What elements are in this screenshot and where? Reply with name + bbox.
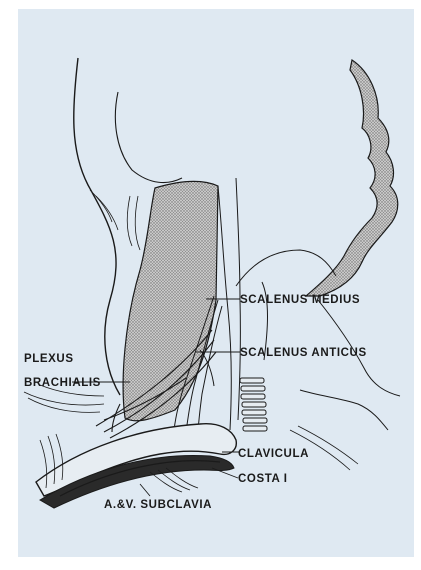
label-scalenus-anticus: SCALENUS ANTICUS	[240, 347, 367, 359]
label-subclavia: A.&V. SUBCLAVIA	[104, 499, 212, 511]
trachea-rings	[240, 378, 267, 431]
label-plexus-line1: PLEXUS	[24, 353, 74, 365]
label-plexus-line2: BRACHIALIS	[24, 377, 101, 389]
label-costa: COSTA I	[238, 473, 288, 485]
label-scalenus-medius: SCALENUS MEDIUS	[240, 294, 360, 306]
face-profile	[306, 60, 398, 296]
ear-contour	[115, 92, 182, 183]
label-clavicula: CLAVICULA	[238, 448, 309, 460]
neck-left-contour	[74, 58, 120, 395]
